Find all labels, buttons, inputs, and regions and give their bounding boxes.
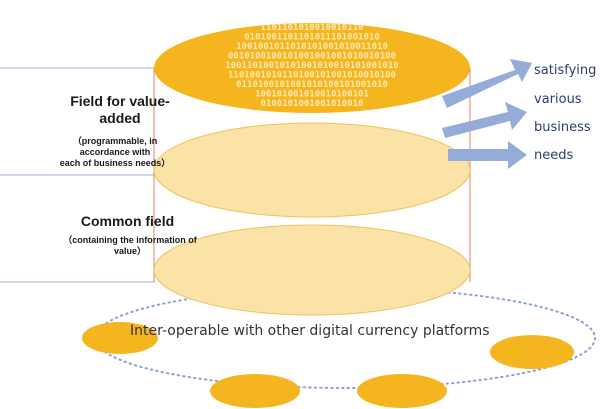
value-added-note-line3: each of business needs） [59,158,171,168]
outcome-word-2: various [534,92,582,107]
platform-disc-bottom-left [210,374,300,408]
interop-label: Inter-operable with other digital curren… [130,323,490,339]
value-added-disc [153,122,471,218]
binary-pattern: 1101101010010010110010100110110101110100… [225,23,398,109]
value-added-note: （programmable, in accordance with each o… [40,136,190,169]
platform-disc-left [82,322,158,354]
platform-disc-right [490,335,574,369]
binary-row: 1101001010110100101001010010100 [228,71,396,81]
arrow-middle [442,102,527,138]
top-gold-disc [154,23,470,113]
outcome-word-4: needs [534,148,574,163]
binary-row: 0101001101101011101001010 [244,33,379,43]
binary-row: 0010100100101001001001010010100 [228,52,396,62]
value-added-note-line2: accordance with [79,147,151,157]
arrow-lower [448,141,527,169]
arrow-upper [442,59,532,108]
binary-row: 1101101010010010110 [261,23,364,33]
outcome-word-3: business [534,120,591,135]
outcome-word-1: satisfying [534,63,597,78]
value-added-title-line2: added [99,110,141,126]
binary-row: 0110100101001010100101001010 [236,80,388,90]
value-added-title: Field for value- added [50,93,190,127]
value-added-note-line1: （programmable, in [72,136,158,146]
common-field-title: Common field [80,213,175,229]
platform-disc-bottom-right [357,374,447,408]
binary-row: 1001001011010101001010011010 [236,42,388,52]
common-field-note: （containing the information of value） [45,235,215,257]
common-field-disc [153,224,471,316]
common-field-note-line2: value） [113,246,146,256]
binary-row: 0100101001001010010 [261,99,364,109]
binary-row: 100101001010010100101 [255,90,369,100]
binary-row: 10011010010101001010010101001010 [225,61,398,71]
common-field-note-line1: （containing the information of [63,235,197,245]
value-added-title-line1: Field for value- [70,93,170,109]
